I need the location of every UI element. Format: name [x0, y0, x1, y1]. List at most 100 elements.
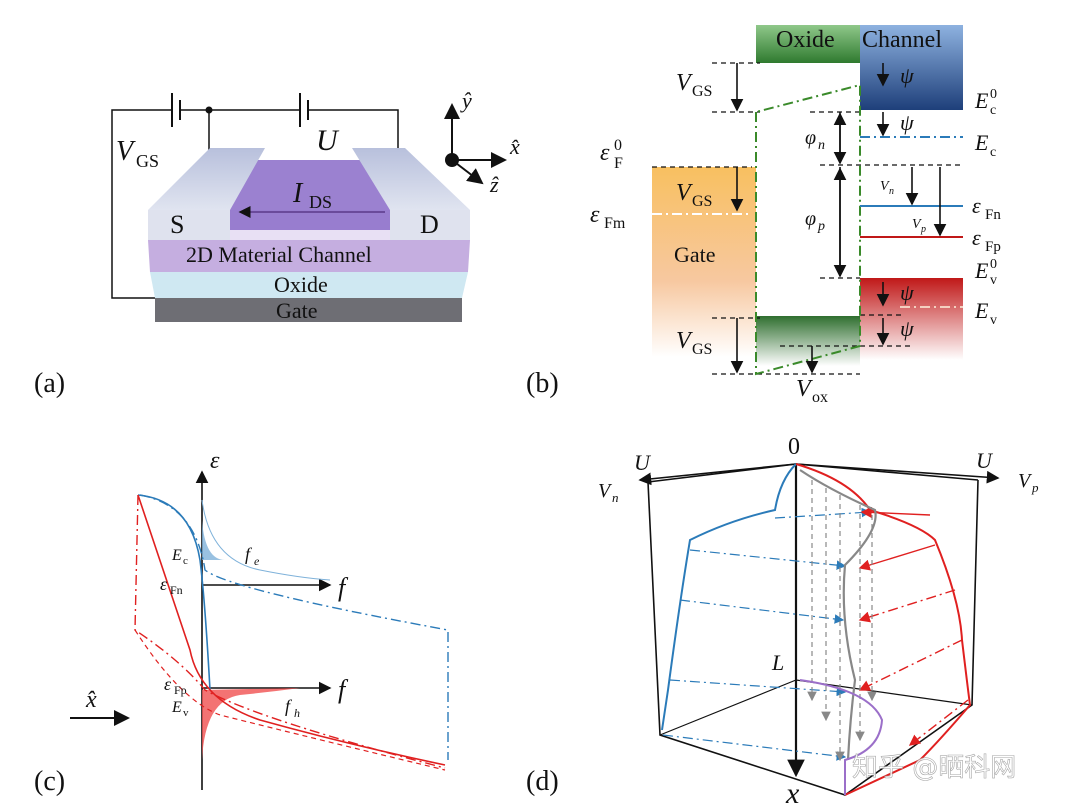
oxide-label: Oxide: [274, 272, 328, 297]
efn-curve: [139, 494, 449, 760]
efn-sub: Fn: [170, 583, 183, 597]
ev-sub: v: [990, 313, 997, 328]
vgs-bot-sub: GS: [692, 341, 712, 358]
l-label: L: [771, 650, 784, 675]
ev-sub: v: [183, 707, 189, 719]
ids-sub-label: DS: [309, 192, 332, 212]
vn-flow-line: [662, 734, 847, 761]
psi-label: ψ: [900, 110, 914, 135]
vgs-sub-label: GS: [136, 151, 159, 171]
vp-flow-line: [860, 506, 931, 519]
oxide-conduction-block: [756, 25, 860, 63]
vp-sub: p: [920, 224, 926, 235]
watermark-text: 知乎 @晒科网: [852, 753, 1016, 783]
f-top-label: f: [338, 573, 349, 602]
oxide-band-bending: [755, 83, 861, 376]
efn-label: ε: [160, 574, 168, 594]
fh-fill: [202, 688, 300, 760]
vn-flow-line: [774, 507, 872, 519]
ec-label: E: [171, 547, 182, 564]
efm-sub: Fm: [604, 215, 626, 232]
f-bottom-label: f: [338, 675, 349, 704]
efp-curve: [134, 494, 446, 769]
drain-front: [390, 210, 470, 240]
oxide-layer: [150, 272, 468, 298]
vp-sub: p: [1031, 480, 1039, 495]
phip-sub: p: [817, 219, 825, 234]
vn-sub: n: [612, 490, 619, 505]
panel-a-device: [111, 93, 507, 322]
drain-label: D: [420, 210, 439, 239]
vgs-top-label: V: [676, 70, 693, 96]
u-label: U: [316, 124, 340, 157]
channel-conduction-block: [860, 25, 963, 110]
eps-axis-label: ε: [210, 448, 220, 474]
ec0-label: E: [974, 88, 989, 113]
efn-sub: Fn: [985, 207, 1001, 223]
vp-flow-line: [858, 544, 936, 571]
vp-flow-line: [858, 639, 963, 691]
phin-sub: n: [818, 138, 825, 153]
vgs-mid-label: V: [676, 180, 693, 206]
origin-zero-label: 0: [788, 434, 800, 460]
vn-sub: n: [889, 186, 894, 197]
panel-labels: (a) (b) (c) (d): [34, 368, 559, 797]
fe-sub: e: [254, 554, 260, 568]
oxide-valence-block: [756, 316, 860, 366]
panel-label-a: (a): [34, 368, 65, 399]
vp-label: V: [912, 217, 922, 232]
fe-fill: [202, 520, 225, 560]
efp-curve-lower: [134, 629, 446, 771]
vox-label: V: [796, 376, 813, 402]
vgs-top-sub: GS: [692, 83, 712, 100]
efp-label: ε: [164, 674, 172, 694]
fe-label: f: [245, 544, 253, 564]
vgs-wire: [111, 109, 172, 299]
efn-label: ε: [972, 193, 981, 218]
x-axis-label: x̂: [509, 134, 520, 159]
gate-layer: [155, 298, 462, 322]
efp-sub: Fp: [174, 683, 187, 697]
z-axis-arrow: [451, 159, 484, 185]
vn-axis: [638, 463, 797, 486]
phip-label: φ: [805, 208, 816, 230]
panel-b-labels: Oxide Channel Gate V GS V GS V GS ε F 0 …: [590, 27, 1001, 406]
fh-label: f: [285, 696, 293, 716]
drain-wire: [308, 109, 399, 150]
ef0-sup: 0: [614, 137, 622, 154]
fe-curve: [201, 499, 331, 581]
panel-c-labels: ε f f f e f h E c ε Fn ε Fp E v x̂: [85, 448, 349, 720]
u-left-label: U: [634, 450, 652, 475]
efp-sub: Fp: [985, 239, 1001, 255]
vgs-mid-sub: GS: [692, 193, 712, 210]
channel-header: Channel: [862, 27, 942, 53]
channel-label: 2D Material Channel: [186, 242, 372, 267]
vn-flow-line: [669, 679, 847, 697]
psi-label: ψ: [900, 316, 914, 341]
x-direction-label: x̂: [85, 687, 97, 713]
ec-sub: c: [183, 555, 188, 567]
ev0-sub: v: [990, 273, 997, 288]
ev0-label: E: [974, 258, 989, 283]
z-axis-label: ẑ: [489, 172, 499, 197]
panel-a-labels: V GS U I DS S D 2D Material Channel Oxid…: [116, 88, 520, 323]
ec-sub: c: [990, 145, 996, 160]
drain-contact: [352, 148, 470, 210]
vp-axis: [795, 463, 1000, 484]
ef0-label: ε: [600, 140, 610, 166]
gate-block: [652, 167, 756, 357]
oxide-header: Oxide: [776, 27, 835, 53]
channel-valence-block: [860, 278, 963, 360]
source-contact: [148, 148, 265, 210]
ef0-sub: F: [614, 155, 623, 172]
ev-label: E: [171, 699, 182, 716]
vp-label: V: [1018, 470, 1033, 492]
ec0-sup: 0: [990, 87, 997, 102]
gate-label: Gate: [276, 298, 318, 323]
vn-flow-line: [689, 549, 847, 570]
box-inner-edge: [659, 679, 797, 736]
efm-label: ε: [590, 202, 600, 228]
vn-label: V: [598, 480, 613, 502]
ids-label: I: [292, 178, 304, 209]
